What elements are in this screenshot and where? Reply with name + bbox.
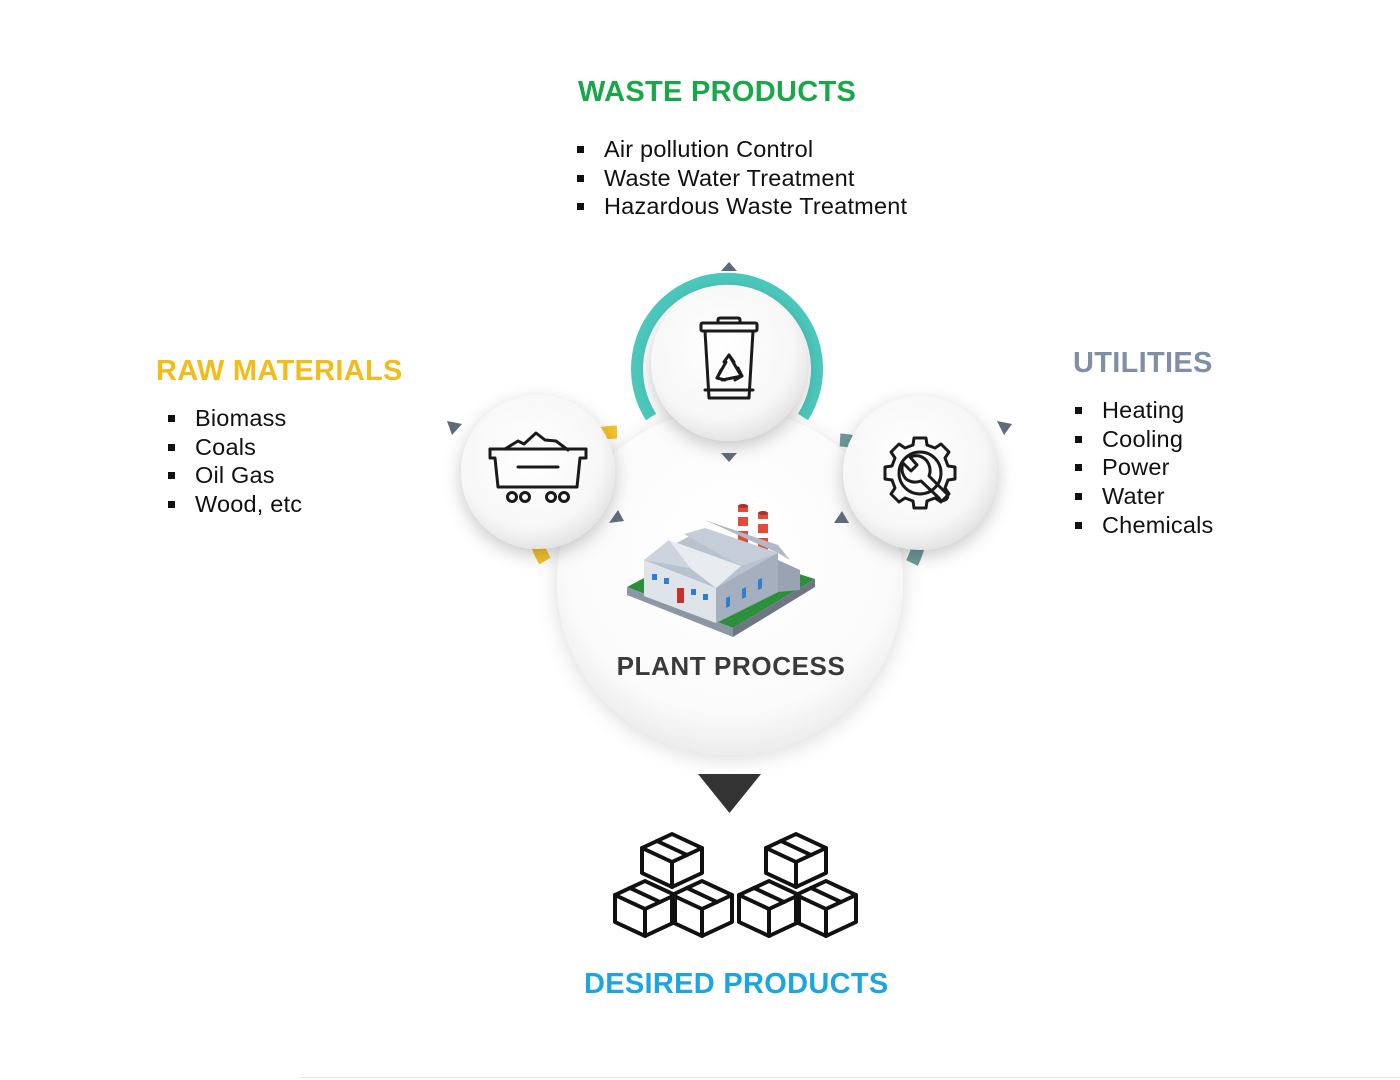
- arrow-right-down-icon: [997, 421, 1012, 435]
- flow-arrows: [447, 262, 1012, 523]
- down-arrow-icon: [698, 774, 761, 813]
- plant-process-title: PLANT PROCESS: [616, 651, 846, 681]
- list-item: Power: [1075, 453, 1214, 482]
- gear-wrench-icon: [883, 436, 957, 510]
- list-item: Hazardous Waste Treatment: [577, 192, 907, 221]
- waste-products-list: Air pollution Control Waste Water Treatm…: [577, 135, 907, 221]
- raw-materials-title: RAW MATERIALS: [156, 355, 403, 387]
- utilities-title: UTILITIES: [1073, 347, 1213, 379]
- arrow-up-icon: [834, 511, 849, 523]
- recycle-bin-icon: [699, 316, 759, 400]
- list-item: Chemicals: [1075, 511, 1214, 540]
- raw-materials-list: Biomass Coals Oil Gas Wood, etc: [168, 404, 302, 519]
- list-item: Air pollution Control: [577, 135, 907, 164]
- bottom-divider: [300, 1077, 1400, 1078]
- list-item: Coals: [168, 433, 302, 462]
- arrow-up-icon: [721, 262, 737, 271]
- list-item: Waste Water Treatment: [577, 164, 907, 193]
- list-item: Cooling: [1075, 425, 1214, 454]
- list-item: Water: [1075, 482, 1214, 511]
- arrow-down-icon: [721, 453, 737, 462]
- list-item: Oil Gas: [168, 461, 302, 490]
- waste-products-title: WASTE PRODUCTS: [578, 76, 857, 108]
- utilities-list: Heating Cooling Power Water Chemicals: [1075, 396, 1214, 540]
- list-item: Wood, etc: [168, 490, 302, 519]
- arrow-up-icon: [609, 510, 624, 523]
- list-item: Biomass: [168, 404, 302, 433]
- boxes-icon: [613, 832, 858, 938]
- mine-cart-icon: [488, 431, 588, 503]
- factory-icon: [627, 504, 815, 637]
- utilities-node: [839, 396, 997, 566]
- desired-products-title: DESIRED PRODUCTS: [584, 968, 889, 1000]
- raw-materials-node: [461, 395, 618, 565]
- waste-products-node: [631, 272, 823, 441]
- arrow-left-down-icon: [447, 421, 462, 435]
- list-item: Heating: [1075, 396, 1214, 425]
